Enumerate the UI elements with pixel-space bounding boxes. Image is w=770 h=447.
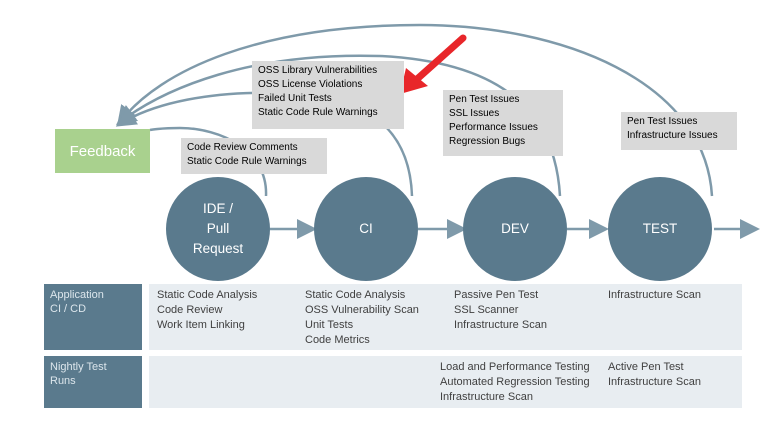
ide-issue: Code Review Comments (187, 142, 298, 153)
ide-issues-box: Code Review Comments Static Code Rule Wa… (181, 138, 327, 174)
stage-ci: CI (314, 177, 418, 281)
test-issue: Infrastructure Issues (627, 130, 718, 141)
cell-item: Infrastructure Scan (608, 289, 701, 301)
row-label-line: Runs (50, 375, 76, 387)
dev-issues-box: Pen Test Issues SSL Issues Performance I… (443, 90, 563, 156)
cell-item: Static Code Analysis (305, 289, 406, 301)
ci-issue: Failed Unit Tests (258, 93, 332, 104)
dev-issue: Pen Test Issues (449, 94, 520, 105)
stage-label: IDE / (202, 201, 233, 216)
ci-issue: OSS License Violations (258, 79, 363, 90)
stage-label: Request (192, 241, 244, 256)
cell-item: Load and Performance Testing (440, 361, 590, 373)
dev-issue: Performance Issues (449, 122, 538, 133)
cell-app-ci: Static Code Analysis OSS Vulnerability S… (305, 288, 419, 348)
ci-issues-box: OSS Library Vulnerabilities OSS License … (252, 61, 404, 129)
ci-issue: OSS Library Vulnerabilities (258, 65, 378, 76)
stage-label: Pull (206, 221, 230, 236)
dev-issue: Regression Bugs (449, 136, 526, 147)
cell-item: Code Metrics (305, 334, 370, 346)
feedback-arrow-test (116, 23, 714, 197)
ide-issue: Static Code Rule Warnings (187, 156, 307, 167)
stage-ide-pull-request: IDE / Pull Request (166, 177, 270, 281)
cell-item: OSS Vulnerability Scan (305, 304, 419, 316)
cell-item: Static Code Analysis (157, 289, 258, 301)
test-issues-box: Pen Test Issues Infrastructure Issues (621, 112, 737, 150)
stage-test: TEST (608, 177, 712, 281)
highlight-red-arrow (400, 34, 467, 94)
row-label-application-ci-cd: Application CI / CD (44, 284, 142, 350)
feedback-box: Feedback (55, 129, 150, 173)
row-label-line: Application (50, 289, 104, 301)
cell-item: Code Review (157, 304, 223, 316)
cell-nightly-test: Active Pen Test Infrastructure Scan (608, 360, 701, 390)
cell-item: Infrastructure Scan (608, 376, 701, 388)
ci-issue: Static Code Rule Warnings (258, 107, 378, 118)
cell-nightly-dev: Load and Performance Testing Automated R… (440, 360, 590, 405)
cell-item: Unit Tests (305, 319, 354, 331)
row-label-nightly-test-runs: Nightly Test Runs (44, 356, 142, 408)
dev-issue: SSL Issues (449, 108, 500, 119)
cell-item: Automated Regression Testing (440, 376, 590, 388)
row-nightly-test-runs (149, 356, 742, 408)
cell-item: Infrastructure Scan (440, 391, 533, 403)
cell-app-dev: Passive Pen Test SSL Scanner Infrastruct… (454, 288, 547, 333)
cell-app-ide: Static Code Analysis Code Review Work It… (157, 288, 257, 333)
cell-item: Passive Pen Test (454, 289, 539, 301)
stage-dev: DEV (463, 177, 567, 281)
row-label-line: CI / CD (50, 303, 87, 315)
cell-item: SSL Scanner (454, 304, 519, 316)
cell-app-test: Infrastructure Scan (608, 288, 701, 303)
cell-item: Work Item Linking (157, 319, 245, 331)
stage-label: DEV (501, 221, 529, 236)
test-issue: Pen Test Issues (627, 116, 698, 127)
stage-label: CI (359, 221, 373, 236)
row-application-ci-cd (149, 284, 742, 350)
cell-item: Infrastructure Scan (454, 319, 547, 331)
row-label-line: Nightly Test (50, 361, 107, 373)
stage-label: TEST (642, 221, 678, 236)
cell-item: Active Pen Test (608, 361, 684, 373)
